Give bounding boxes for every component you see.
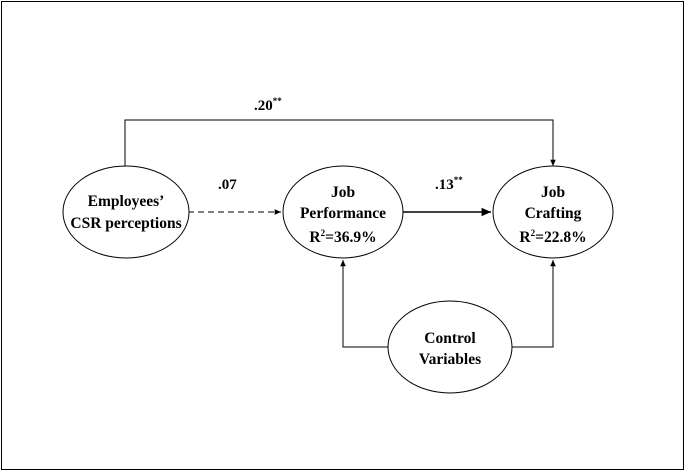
node-csr-perceptions [62,165,190,259]
coef-csr-to-crafting: .20** [254,96,282,114]
coef-csr-to-performance: .07 [218,177,237,193]
performance-label-line2: Performance [300,205,386,222]
control-label-line1: Control [424,330,476,347]
performance-label-line1: Job [331,184,355,201]
node-job-crafting [492,165,614,259]
csr-label-line2: CSR perceptions [70,215,181,232]
crafting-label-line2: Crafting [525,205,582,222]
csr-label-line1: Employees’ [88,193,165,210]
crafting-label-line1: Job [541,184,565,201]
path-control-to-performance [340,260,388,348]
control-label-line2: Variables [419,351,481,368]
path-control-to-crafting [512,260,556,348]
coef-performance-to-crafting: .13** [435,175,463,193]
node-job-performance [282,165,404,259]
performance-r-squared: R2=36.9% [309,228,376,246]
node-control-variables [387,300,513,394]
path-csr-to-crafting [124,119,556,168]
crafting-r-squared: R2=22.8% [519,228,586,246]
